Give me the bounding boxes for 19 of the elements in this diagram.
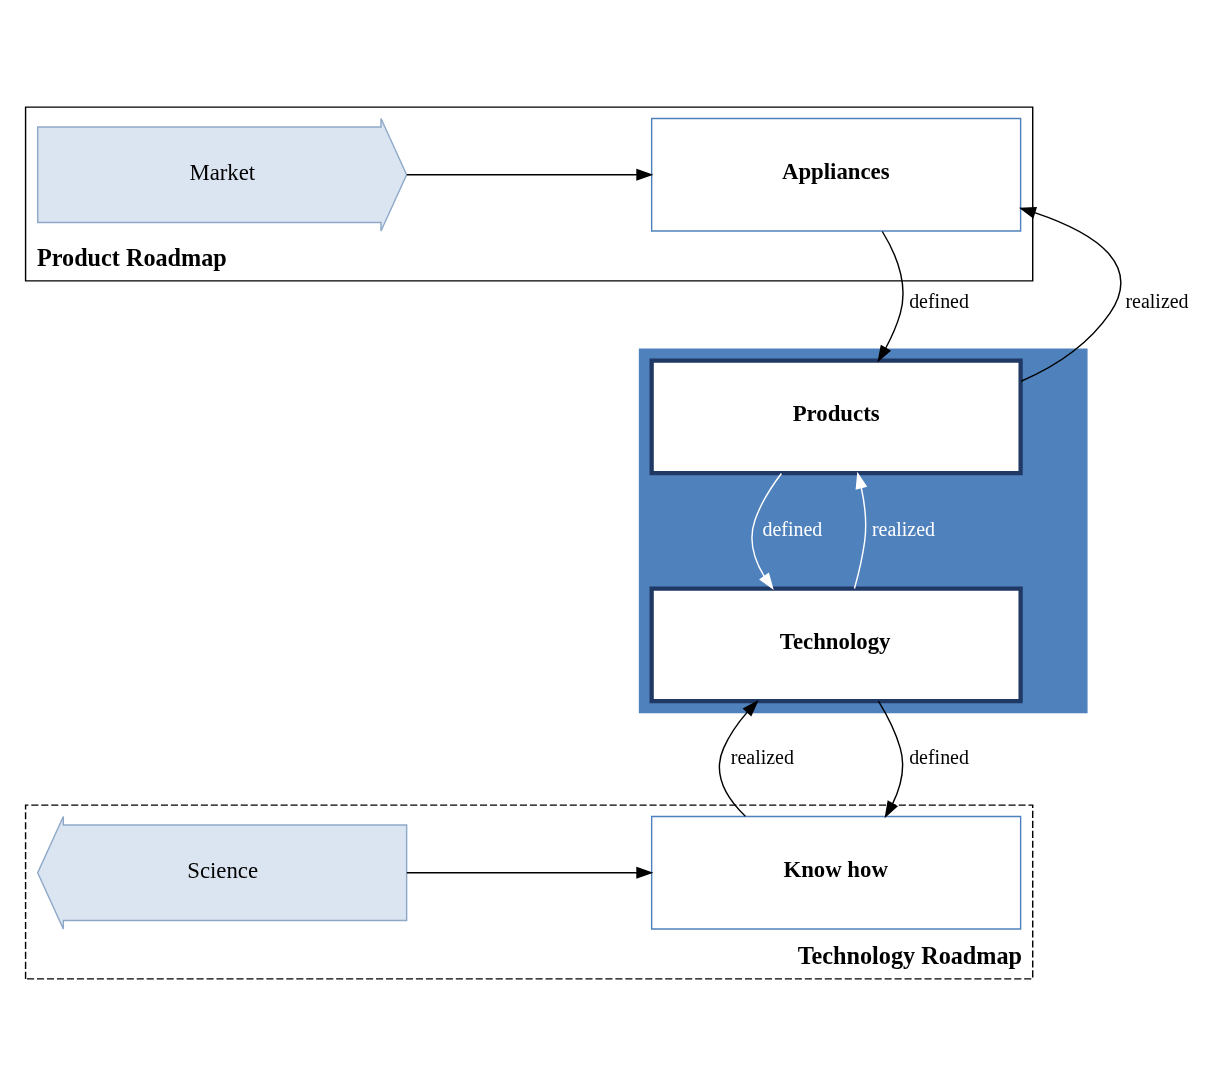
node-box: Products [649, 358, 1023, 475]
arrow [751, 472, 783, 590]
arrow [877, 700, 904, 818]
node-box: Technology [649, 585, 1023, 703]
edge-label: defined [909, 745, 969, 768]
arrow [406, 168, 654, 181]
arrow [877, 230, 904, 362]
node-box: Know how [650, 815, 1022, 930]
arrow [1018, 206, 1122, 382]
arrow [718, 699, 759, 817]
cluster [638, 348, 1088, 713]
edge-label: defined [762, 517, 823, 540]
edge-label: defined [909, 289, 969, 312]
edge-label: realized [871, 517, 935, 540]
arrow [853, 471, 868, 589]
edge-label: realized [1125, 289, 1189, 312]
arrow [406, 866, 654, 879]
edge-label: realized [730, 745, 794, 768]
node-box: Appliances [650, 117, 1022, 232]
